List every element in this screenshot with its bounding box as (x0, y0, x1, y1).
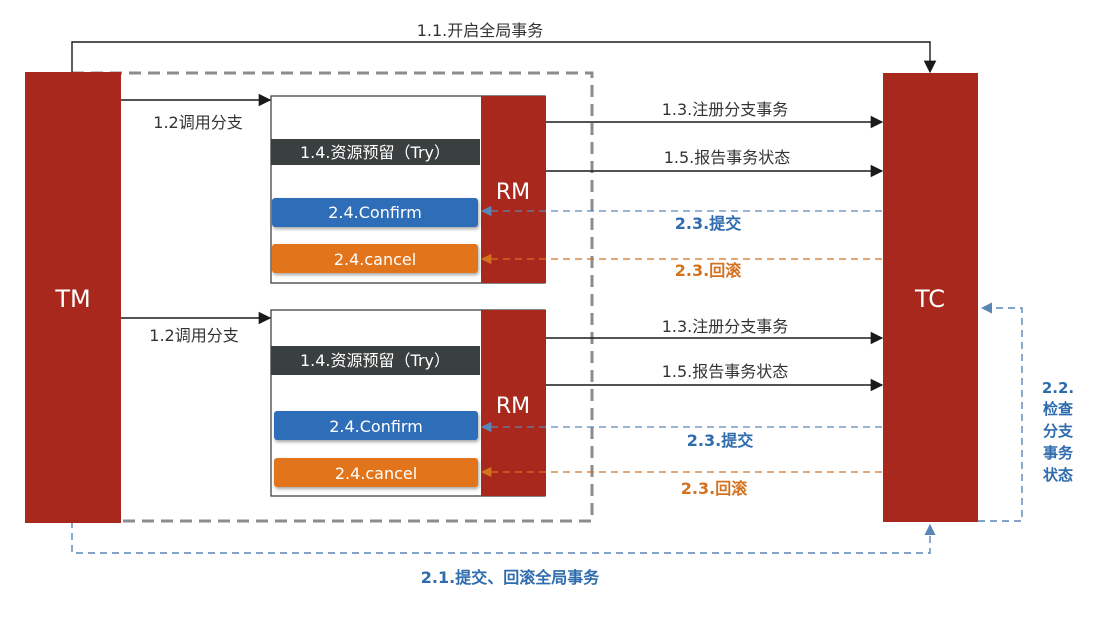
top-try-bar (271, 139, 480, 165)
begin-global-arrow (71, 41, 937, 74)
top-rollback-label: 2.3.回滚 (675, 261, 742, 280)
bottom-call-label: 1.2调用分支 (149, 326, 238, 345)
check-branch-status-arrow (978, 302, 1023, 522)
top-branch: RM 1.2调用分支 1.4.资源预留（Try） 2.4.Confirm 2.4… (121, 93, 884, 284)
tc-box (883, 73, 978, 522)
top-cancel-bar (272, 244, 478, 273)
begin-global-label: 1.1.开启全局事务 (417, 21, 544, 40)
end-global-arrow (71, 521, 936, 554)
top-confirm-bar (272, 198, 478, 227)
bottom-cancel-label: 2.4.cancel (335, 464, 417, 483)
check-label-line: 2.2. (1042, 379, 1074, 397)
tm-box (25, 72, 121, 523)
bottom-cancel-bar (274, 458, 478, 487)
top-rm-box (481, 96, 546, 283)
top-report-label: 1.5.报告事务状态 (664, 148, 791, 167)
check-label-line: 分支 (1043, 422, 1074, 440)
top-confirm-label: 2.4.Confirm (328, 203, 422, 222)
bottom-rm-label: RM (496, 394, 530, 419)
top-commit-label: 2.3.提交 (675, 214, 741, 233)
bottom-register-label: 1.3.注册分支事务 (662, 317, 789, 336)
bottom-confirm-bar (274, 411, 478, 440)
top-rm-label: RM (496, 180, 530, 205)
bottom-try-bar (271, 346, 480, 375)
tm-label: TM (54, 285, 90, 313)
check-label-line: 检查 (1043, 400, 1074, 418)
check-label-line: 状态 (1043, 466, 1073, 484)
bottom-branch: RM 1.2调用分支 1.4.资源预留（Try） 2.4.Confirm 2.4… (121, 309, 884, 498)
top-call-label: 1.2调用分支 (153, 113, 242, 132)
top-cancel-label: 2.4.cancel (334, 250, 416, 269)
check-branch-status-label: 2.2. 检查 分支 事务 状态 (1042, 379, 1074, 484)
tc-label: TC (914, 285, 945, 313)
check-label-line: 事务 (1043, 444, 1074, 462)
top-try-label: 1.4.资源预留（Try） (300, 143, 450, 162)
bottom-rm-box (481, 310, 546, 496)
bottom-rollback-label: 2.3.回滚 (681, 479, 748, 498)
bottom-confirm-label: 2.4.Confirm (329, 417, 423, 436)
bottom-try-label: 1.4.资源预留（Try） (300, 351, 450, 370)
top-register-label: 1.3.注册分支事务 (662, 100, 789, 119)
bottom-report-label: 1.5.报告事务状态 (662, 362, 789, 381)
end-global-label: 2.1.提交、回滚全局事务 (421, 568, 600, 587)
bottom-commit-label: 2.3.提交 (687, 431, 753, 450)
